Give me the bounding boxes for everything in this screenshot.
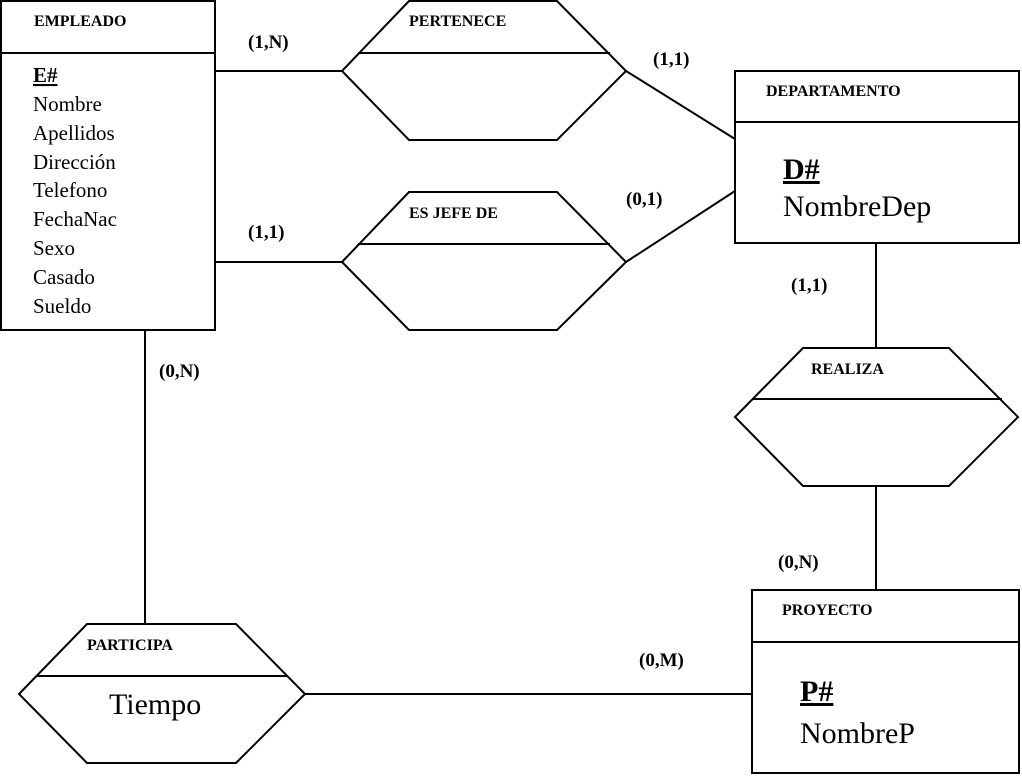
relationship-participa-name: PARTICIPA bbox=[87, 637, 173, 654]
attr-nombre: Nombre bbox=[33, 92, 102, 116]
entity-departamento[interactable]: DEPARTAMENTO D# NombreDep bbox=[734, 70, 1020, 244]
relationship-es-jefe-de[interactable]: ES JEFE DE bbox=[340, 191, 628, 331]
edge-pertenece-departamento bbox=[625, 70, 736, 140]
entity-proyecto[interactable]: PROYECTO P# NombreP bbox=[751, 589, 1020, 774]
relationship-participa[interactable]: PARTICIPA Tiempo bbox=[17, 623, 307, 764]
cardinality-participa-proyecto: (0,M) bbox=[639, 650, 684, 671]
relationship-pertenece[interactable]: PERTENECE bbox=[340, 0, 628, 141]
entity-empleado-key: E# bbox=[33, 63, 58, 87]
cardinality-jefe-departamento: (0,1) bbox=[626, 189, 662, 210]
attr-sexo: Sexo bbox=[33, 236, 75, 260]
cardinality-realiza-departamento: (1,1) bbox=[791, 275, 827, 296]
attr-casado: Casado bbox=[33, 265, 95, 289]
cardinality-participa-empleado: (0,N) bbox=[159, 361, 200, 382]
entity-proyecto-key: P# bbox=[800, 675, 833, 708]
relationship-pertenece-name: PERTENECE bbox=[409, 13, 506, 30]
attr-tiempo: Tiempo bbox=[109, 688, 201, 721]
entity-empleado-name: EMPLEADO bbox=[34, 13, 126, 30]
attr-direccion: Dirección bbox=[33, 150, 116, 174]
attr-nombrep: NombreP bbox=[800, 717, 915, 750]
attr-sueldo: Sueldo bbox=[33, 294, 91, 318]
attr-apellidos: Apellidos bbox=[33, 121, 115, 145]
entity-departamento-name: DEPARTAMENTO bbox=[766, 83, 901, 100]
attr-telefono: Telefono bbox=[33, 178, 107, 202]
cardinality-jefe-empleado: (1,1) bbox=[248, 222, 284, 243]
relationship-es-jefe-de-name: ES JEFE DE bbox=[409, 205, 498, 222]
relationship-realiza[interactable]: REALIZA bbox=[733, 347, 1020, 487]
entity-proyecto-name: PROYECTO bbox=[782, 602, 872, 619]
cardinality-realiza-proyecto: (0,N) bbox=[778, 552, 819, 573]
cardinality-pertenece-empleado: (1,N) bbox=[248, 32, 289, 53]
cardinality-pertenece-departamento: (1,1) bbox=[653, 49, 689, 70]
edge-jefe-departamento bbox=[625, 190, 736, 263]
entity-empleado[interactable]: EMPLEADO E# Nombre Apellidos Dirección T… bbox=[0, 0, 216, 331]
attr-fechanac: FechaNac bbox=[33, 207, 117, 231]
relationship-realiza-name: REALIZA bbox=[811, 361, 884, 378]
attr-nombredep: NombreDep bbox=[783, 190, 931, 223]
entity-departamento-key: D# bbox=[783, 153, 820, 186]
